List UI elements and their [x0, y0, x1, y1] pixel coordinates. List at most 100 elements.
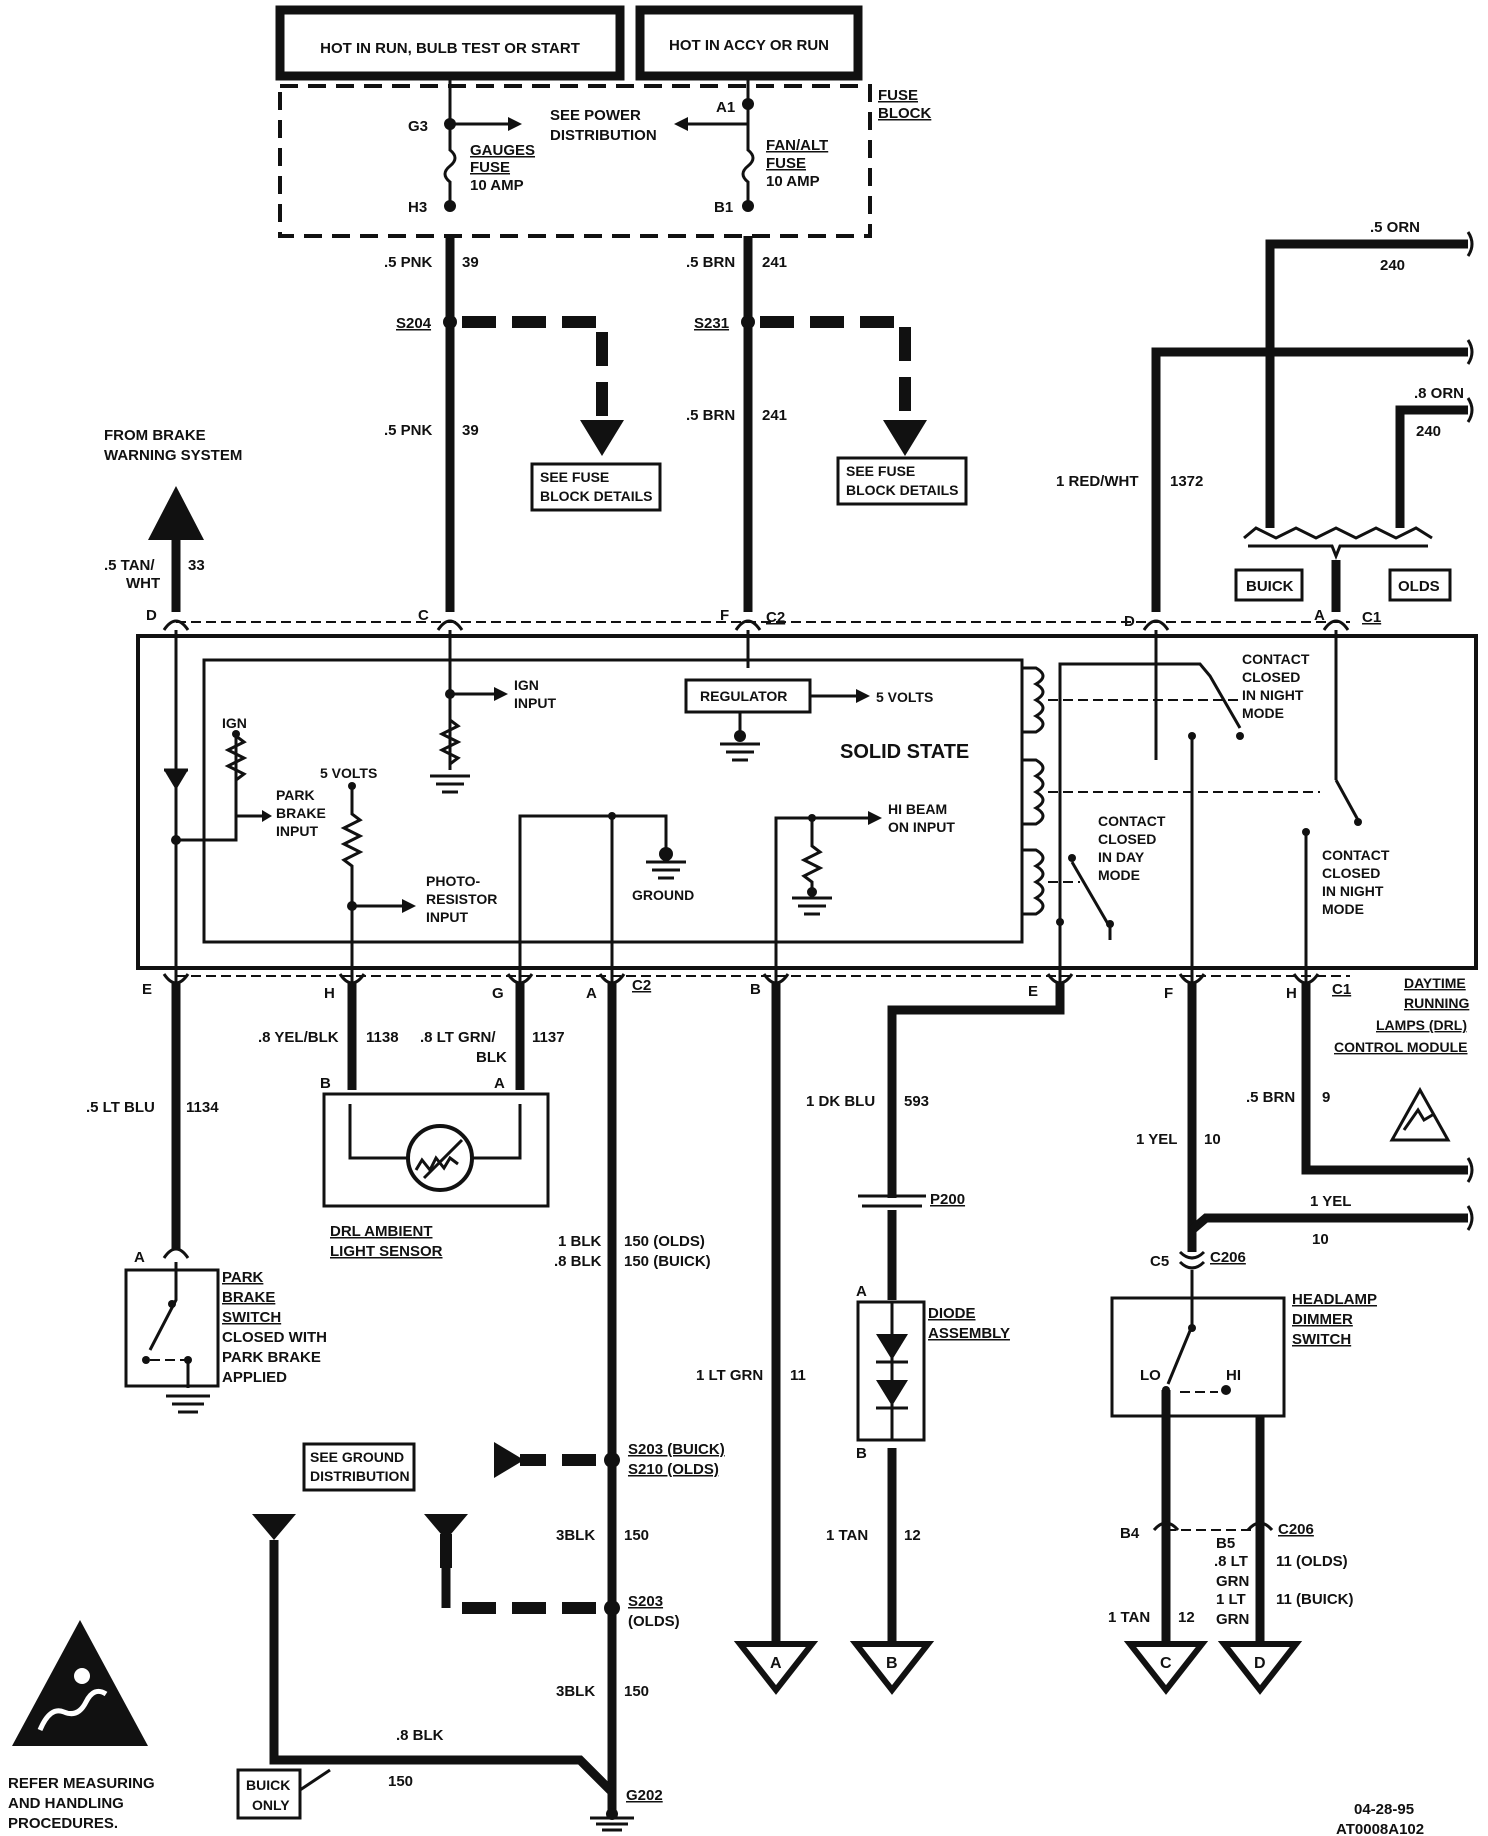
diode-pin-b: B	[856, 1445, 867, 1462]
bot-pin-c2: C2	[632, 977, 651, 994]
hot-run-bulb-label: HOT IN RUN, BULB TEST OR START	[320, 40, 580, 57]
ground-ref-a-label: A	[770, 1655, 782, 1672]
gauges-fuse-symbol	[443, 76, 457, 206]
ground-label: GROUND	[632, 887, 694, 903]
blk3-circuit-1: 150	[624, 1527, 649, 1544]
c206b-label: C206	[1278, 1521, 1314, 1538]
wire-blk8-150	[269, 1540, 616, 1796]
pnk-gauge-1: .5 PNK	[384, 254, 433, 271]
ign-input-2: INPUT	[514, 695, 556, 711]
tan-circuit-1: 12	[904, 1527, 921, 1544]
diode-icon-2	[876, 1380, 908, 1406]
night2-2: CLOSED	[1322, 865, 1380, 881]
ground-ref-d	[1217, 1641, 1303, 1695]
bot-pin-h2: H	[1286, 985, 1297, 1002]
ground-icon	[646, 860, 686, 880]
tanwht-line2: WHT	[126, 575, 160, 592]
blk3-circuit-2: 150	[624, 1683, 649, 1700]
night2-4: MODE	[1322, 901, 1364, 917]
see-ground-2: DISTRIBUTION	[310, 1468, 410, 1484]
top-pin-c1: C1	[1362, 609, 1381, 626]
tan-circuit-2: 12	[1178, 1609, 1195, 1626]
hibeam-1: HI BEAM	[888, 801, 947, 817]
buick-only-1: BUICK	[246, 1777, 290, 1793]
buick-only-box	[236, 1768, 302, 1820]
hot-run-bulb-box: HOT IN RUN, BULB TEST OR START	[275, 5, 625, 81]
ign-input-1: IGN	[514, 677, 539, 693]
yelblk-circuit: 1138	[366, 1029, 399, 1046]
module-name-4: CONTROL MODULE	[1334, 1039, 1468, 1055]
redwht-break	[1466, 339, 1474, 365]
bot-pin-b: B	[750, 981, 761, 998]
hot-accy-run-label: HOT IN ACCY OR RUN	[669, 37, 829, 54]
night2-3: IN NIGHT	[1322, 883, 1384, 899]
day-1: CONTACT	[1098, 813, 1166, 829]
redwht-gauge: 1 RED/WHT	[1056, 473, 1139, 490]
relay-coil-3	[1022, 848, 1045, 916]
pin-g3: G3	[408, 118, 428, 135]
buick-only-2: ONLY	[252, 1797, 290, 1813]
ign-label: IGN	[222, 715, 247, 731]
brn-gauge-1: .5 BRN	[686, 254, 735, 271]
regulator-label: REGULATOR	[700, 688, 787, 704]
day-3: IN DAY	[1098, 849, 1145, 865]
module-name-1: DAYTIME	[1404, 975, 1466, 991]
fanalt-fuse-label-3: 10 AMP	[766, 173, 820, 190]
b5-circuit-olds: 11 (OLDS)	[1276, 1553, 1348, 1570]
esd-icon-small	[1389, 1086, 1451, 1142]
photo-1: PHOTO-	[426, 873, 481, 889]
ground-ref-c	[1123, 1641, 1209, 1695]
park-switch-6: APPLIED	[222, 1369, 287, 1386]
headlamp-dimmer-switch	[1110, 1296, 1286, 1418]
park-input-1: PARK	[276, 787, 315, 803]
dimmer-label-1: HEADLAMP	[1292, 1291, 1377, 1308]
night1-1: CONTACT	[1242, 651, 1310, 667]
brn-circuit-1: 241	[762, 254, 787, 271]
photo-2: RESISTOR	[426, 891, 497, 907]
see-power-label-1: SEE POWER	[550, 107, 641, 124]
park-input-line	[176, 736, 238, 842]
hibeam-2: ON INPUT	[888, 819, 955, 835]
tan-gauge-2: 1 TAN	[1108, 1609, 1150, 1626]
wire-redwht-1372	[1151, 347, 1468, 612]
ground-loop	[518, 814, 668, 982]
see-fuse-1-line1: SEE FUSE	[540, 469, 609, 485]
see-ground-1: SEE GROUND	[310, 1449, 404, 1465]
pin-b1-dot	[742, 200, 754, 212]
wire-dkblu-593	[887, 982, 1065, 1198]
b5-circuit-buick: 11 (BUICK)	[1276, 1591, 1354, 1608]
yelblk-gauge: .8 YEL/BLK	[258, 1029, 339, 1046]
park-switch-2: BRAKE	[222, 1289, 275, 1306]
refer-line3: PROCEDURES.	[8, 1815, 118, 1832]
b4-label: B4	[1120, 1525, 1140, 1542]
s231-dashed-branch	[760, 316, 911, 430]
blk8-circuit: 150	[388, 1773, 413, 1790]
wire-brn-9	[1301, 982, 1468, 1175]
module-name-3: LAMPS (DRL)	[1376, 1017, 1467, 1033]
orn8-circuit: 240	[1416, 423, 1441, 440]
pin-h3-dot	[444, 200, 456, 212]
c5-label: C5	[1150, 1253, 1169, 1270]
sensor-pin-a: A	[494, 1075, 505, 1092]
splice-s203-olds-tag: (OLDS)	[628, 1613, 680, 1630]
night2-contact	[1334, 779, 1360, 821]
park-switch-pin: A	[134, 1249, 145, 1266]
see-fuse-block-box-2	[836, 456, 968, 506]
blk-buick-circuit: 150 (BUICK)	[624, 1253, 711, 1270]
p200-connector	[858, 1194, 926, 1208]
buick-box	[1234, 568, 1304, 602]
bot-pin-h: H	[324, 985, 335, 1002]
relay-coil-2	[1022, 758, 1045, 826]
hibeam-resistor	[800, 818, 824, 890]
fanalt-fuse-label-2: FUSE	[766, 155, 806, 172]
wire-orn8-240	[1395, 405, 1468, 528]
ltgrn-gauge: 1 LT GRN	[696, 1367, 763, 1384]
pin-a1: A1	[716, 99, 735, 116]
dimmer-lo: LO	[1140, 1367, 1161, 1384]
yel-gauge-2: 1 YEL	[1310, 1193, 1351, 1210]
yel-gauge-1: 1 YEL	[1136, 1131, 1177, 1148]
day-4: MODE	[1098, 867, 1140, 883]
pnk-gauge-2: .5 PNK	[384, 422, 433, 439]
see-fuse-2-line1: SEE FUSE	[846, 463, 915, 479]
